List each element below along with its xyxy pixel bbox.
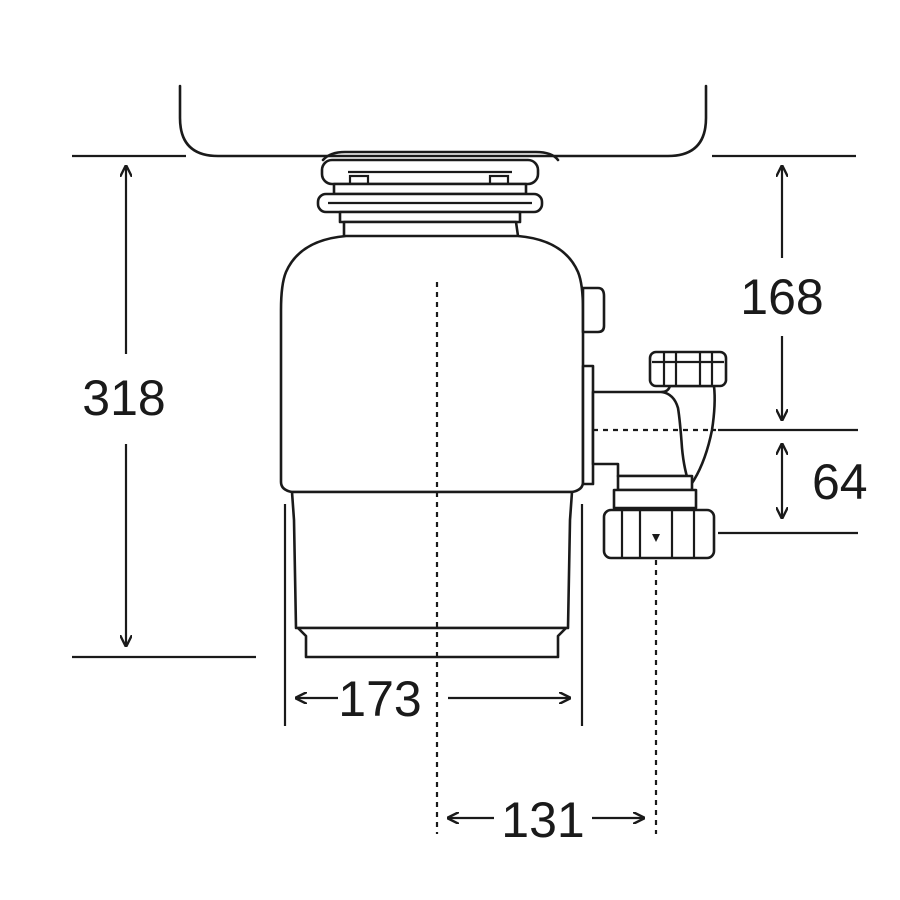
dimension-label-64: 64: [812, 454, 868, 510]
disposer-lower-body: [290, 490, 574, 630]
sink-bowl: [178, 84, 708, 158]
sink-drain-plate: [321, 150, 560, 162]
dimension-label-173: 173: [338, 671, 421, 727]
lower-outlet-nut: [602, 508, 716, 560]
disposer-body: [279, 234, 585, 494]
dimension-label-318: 318: [82, 370, 165, 426]
upper-pipe-nut: [648, 350, 728, 388]
outlet-elbow-pipe: [591, 384, 716, 510]
dimension-label-131: 131: [501, 792, 584, 848]
outlet-mount-plate: [581, 364, 595, 486]
mounting-ring: [316, 158, 544, 242]
disposer-base: [296, 626, 568, 659]
side-switch: [581, 286, 606, 334]
dimension-label-168: 168: [740, 269, 823, 325]
